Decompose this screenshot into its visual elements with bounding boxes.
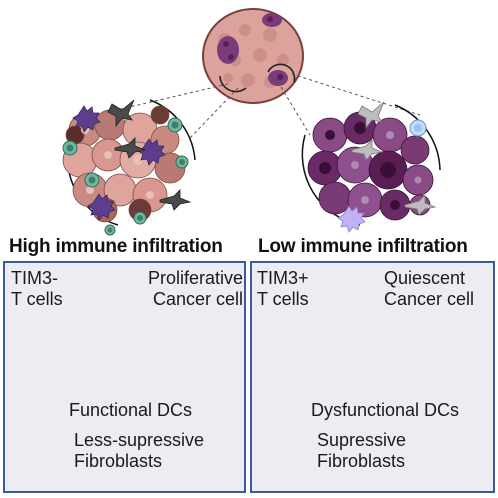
low-infiltration-panel: [250, 261, 495, 493]
low-infiltration-cluster: [301, 101, 441, 233]
right-t-cell-label: TIM3+T cells: [257, 268, 309, 309]
primary-tumor: [202, 8, 304, 104]
high-infiltration-panel: [3, 261, 246, 493]
left-t-cell-label: TIM3-T cells: [11, 268, 63, 309]
zoom-lines: [94, 73, 421, 139]
dysfunctional-dcs-label: Dysfunctional DCs: [311, 400, 460, 420]
high-infiltration-heading: High immune infiltration: [9, 236, 223, 257]
high-infiltration-cluster: [62, 99, 196, 236]
low-infiltration-heading: Low immune infiltration: [258, 236, 468, 257]
functional-dcs-label: Functional DCs: [69, 400, 193, 420]
